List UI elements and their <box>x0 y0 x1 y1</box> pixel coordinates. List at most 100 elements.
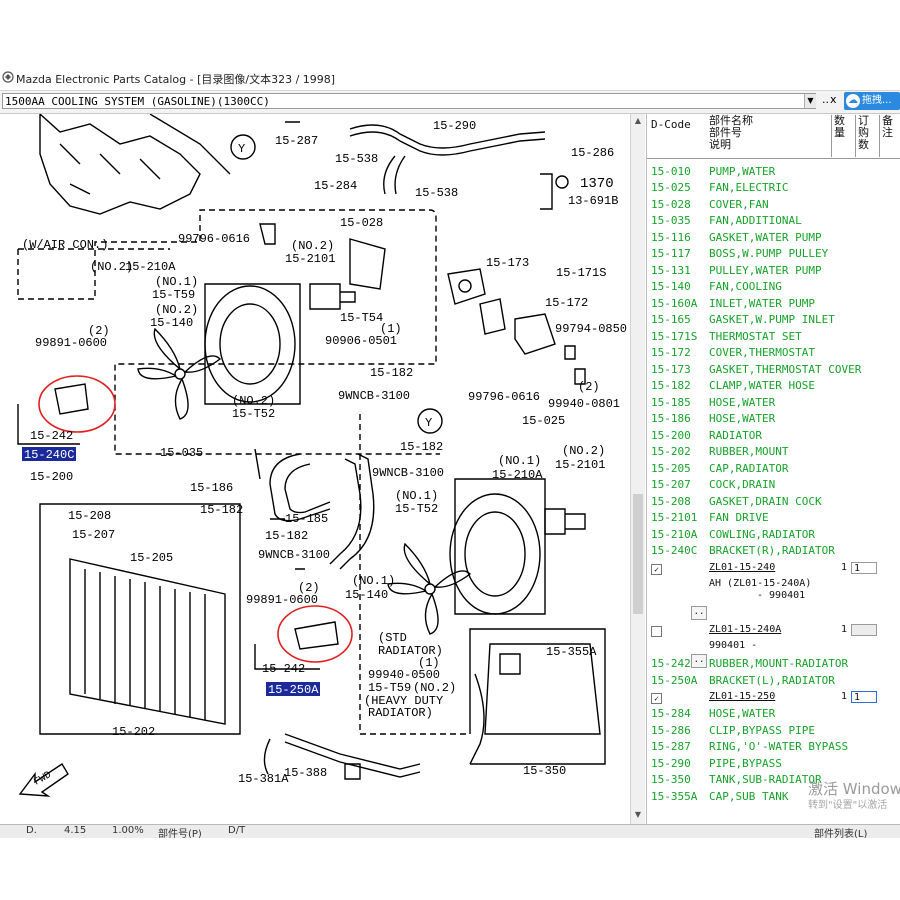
order-qty-input[interactable]: 1 <box>851 691 877 703</box>
label-15-290: 15-290 <box>433 119 476 133</box>
scrollbar-thumb[interactable] <box>633 494 643 614</box>
chevron-down-icon[interactable]: ▼ <box>804 94 816 108</box>
header-note[interactable]: 备 注 <box>879 115 900 157</box>
part-note: AH (ZL01-15-240A) <box>647 578 900 590</box>
label-15-210a-a: 15-210A <box>125 260 176 274</box>
header-qty[interactable]: 数 量 <box>831 115 852 157</box>
label-heavy: (HEAVY DUTY <box>364 694 443 708</box>
label-no2b: (NO.2) <box>90 260 133 274</box>
row-code: 15-182 <box>651 379 691 392</box>
scroll-down-icon[interactable]: ▼ <box>634 810 642 819</box>
label-15-182c: 15-182 <box>200 503 243 517</box>
label-15-t54: 15-T54 <box>340 311 383 325</box>
more-button[interactable]: .. <box>691 606 707 620</box>
row-code: 15-186 <box>651 412 691 425</box>
row-name: PUMP,WATER <box>709 165 776 178</box>
row-name: COVER,FAN <box>709 198 769 211</box>
model-select[interactable]: 1500AA COOLING SYSTEM (GASOLINE)(1300CC) <box>2 93 816 109</box>
part-number-row[interactable]: ZL01-15-240A 1 <box>647 624 900 638</box>
label-1370: 1370 <box>580 176 614 192</box>
part-checkbox[interactable] <box>651 626 662 637</box>
status-field[interactable]: 部件列表(L) <box>814 829 868 839</box>
header-order[interactable]: 订 购 数 <box>855 115 876 157</box>
row-name: BOSS,W.PUMP PULLEY <box>709 247 829 260</box>
row-code: 15-355A <box>651 790 698 803</box>
scroll-up-icon[interactable]: ▲ <box>634 116 642 125</box>
part-number[interactable]: ZL01-15-250 <box>709 691 776 702</box>
part-checkbox[interactable]: ✓ <box>651 564 662 575</box>
part-number[interactable]: ZL01-15-240A <box>709 624 782 635</box>
part-number-row[interactable]: ✓ ZL01-15-250 1 1 <box>647 691 900 705</box>
label-15-242b: 15-242 <box>262 662 305 676</box>
label-15-538b: 15-538 <box>415 186 458 200</box>
order-qty-input[interactable] <box>851 624 877 636</box>
label-n2b: (2) <box>88 324 110 338</box>
status-field[interactable]: D/T <box>228 825 246 836</box>
row-code: 15-202 <box>651 445 691 458</box>
close-small-button[interactable]: x <box>830 93 837 106</box>
header-dcode[interactable]: D-Code <box>651 118 691 131</box>
label-15-186: 15-186 <box>190 481 233 495</box>
part-number-row[interactable]: ✓ ZL01-15-240 1 1 <box>647 562 900 576</box>
header-part-name[interactable]: 部件名称 部件号 说明 <box>709 114 753 151</box>
status-field[interactable]: 部件号(P) <box>158 829 202 839</box>
label-15-172: 15-172 <box>545 296 588 310</box>
diagram-scrollbar[interactable]: ▲ ▼ <box>630 114 645 824</box>
row-code: 15-117 <box>651 247 691 260</box>
label-no1a: (NO.1) <box>155 275 198 289</box>
label-15-t52b: 15-T52 <box>395 502 438 516</box>
parts-diagram[interactable]: Y Y 15-287 15-290 15-538 15-538 15-286 1… <box>0 114 627 824</box>
row-name: COCK,DRAIN <box>709 478 776 491</box>
row-name: CLAMP,WATER HOSE <box>709 379 815 392</box>
label-15-284: 15-284 <box>314 179 357 193</box>
window-title: Mazda Electronic Parts Catalog - [目录图像/文… <box>16 73 336 86</box>
label-15-t59b: 15-T59 <box>368 681 411 695</box>
label-radiator: RADIATOR) <box>378 644 443 658</box>
label-15-208: 15-208 <box>68 509 111 523</box>
parts-row[interactable]: 15-182 CLAMP,WATER HOSE <box>647 378 900 394</box>
more-button[interactable]: .. <box>822 93 829 106</box>
label-15-028: 15-028 <box>340 216 383 230</box>
label-13-691b: 13-691B <box>568 194 618 208</box>
part-number[interactable]: ZL01-15-240 <box>709 562 776 573</box>
part-checkbox[interactable]: ✓ <box>651 693 662 704</box>
label-w-air: (W/AIR CON.) <box>22 238 108 252</box>
top-margin <box>0 0 900 66</box>
cloud-button[interactable]: ☁拖拽... <box>844 92 900 110</box>
app-icon <box>2 71 14 83</box>
parts-row[interactable]: 15-117 BOSS,W.PUMP PULLEY <box>647 246 900 262</box>
more-button[interactable]: .. <box>691 654 707 668</box>
order-qty-input[interactable]: 1 <box>851 562 877 574</box>
label-no2f: (NO.2) <box>413 681 456 695</box>
